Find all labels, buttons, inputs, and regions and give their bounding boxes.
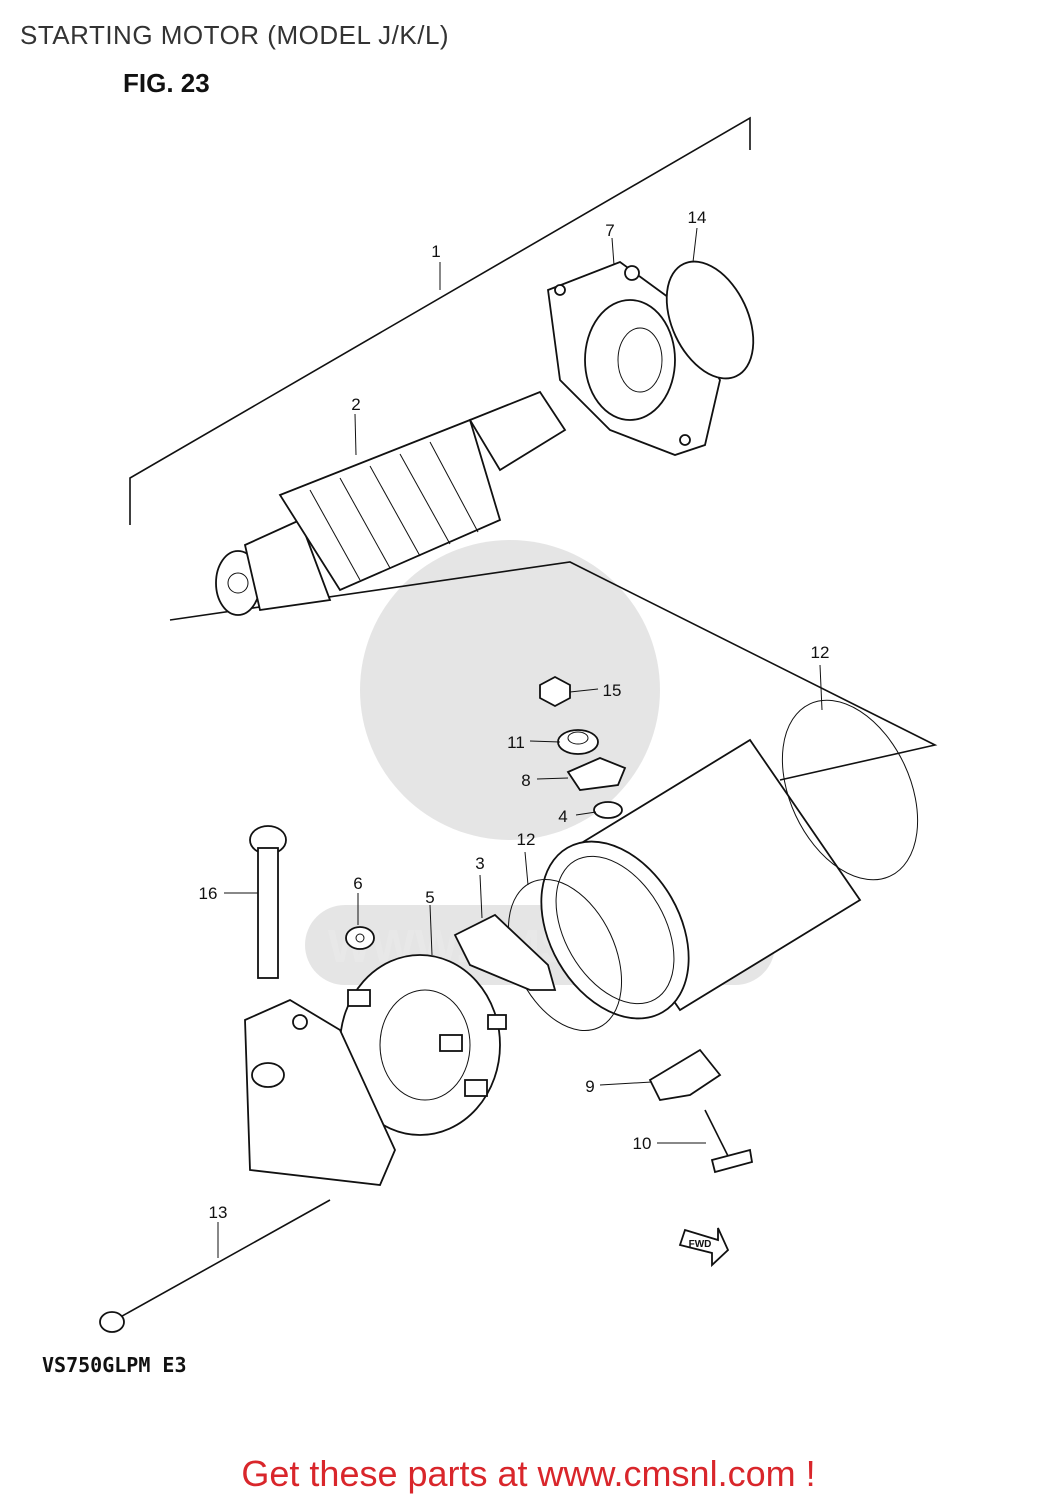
callout-10: 10 <box>633 1134 652 1153</box>
callout-4: 4 <box>558 807 567 826</box>
assembly-bracket-lines <box>129 116 938 781</box>
callout-15: 15 <box>603 681 622 700</box>
callout-numbers: 1 2 3 4 5 6 7 8 9 10 11 12 12 13 14 15 1… <box>199 208 830 1222</box>
part-4-o-ring-small <box>593 801 623 819</box>
callout-14: 14 <box>688 208 707 227</box>
figure-label: FIG. 23 <box>123 68 210 98</box>
part-13-through-bolt <box>99 1199 331 1333</box>
part-3-terminal <box>453 913 557 991</box>
callout-1: 1 <box>431 242 440 261</box>
callout-5: 5 <box>425 888 434 907</box>
leader-lines <box>217 227 823 1258</box>
part-14-o-ring <box>665 260 755 380</box>
callout-12-lower: 12 <box>517 830 536 849</box>
page-title: STARTING MOTOR (MODEL J/K/L) <box>20 20 450 50</box>
part-12-yoke-housing <box>540 738 862 1020</box>
part-13-rear-housing <box>244 998 396 1186</box>
part-16-bolt <box>249 825 287 979</box>
part-6-bearing <box>345 926 375 950</box>
part-15-nut <box>539 675 571 708</box>
part-10-bolt <box>704 1109 754 1174</box>
part-5-brush-holder <box>339 954 507 1136</box>
callout-16: 16 <box>199 884 218 903</box>
part-8-plate <box>566 757 627 791</box>
callout-12-upper: 12 <box>811 643 830 662</box>
callout-6: 6 <box>353 874 362 893</box>
footer-promo-link[interactable]: Get these parts at www.cmsnl.com ! <box>241 1453 816 1494</box>
part-2-armature <box>215 390 567 616</box>
callout-8: 8 <box>521 771 530 790</box>
part-11-washer <box>557 729 599 755</box>
fwd-arrow-marker: FWD <box>678 1227 730 1268</box>
callout-13: 13 <box>209 1203 228 1222</box>
model-code: VS750GLPM E3 <box>42 1353 187 1377</box>
fwd-label: FWD <box>689 1239 712 1250</box>
part-12-o-ring-large <box>781 699 919 881</box>
callout-9: 9 <box>585 1077 594 1096</box>
part-9-clamp <box>648 1048 722 1101</box>
callout-3: 3 <box>475 854 484 873</box>
callout-11: 11 <box>507 733 525 752</box>
callout-2: 2 <box>351 395 360 414</box>
callout-7: 7 <box>605 221 614 240</box>
